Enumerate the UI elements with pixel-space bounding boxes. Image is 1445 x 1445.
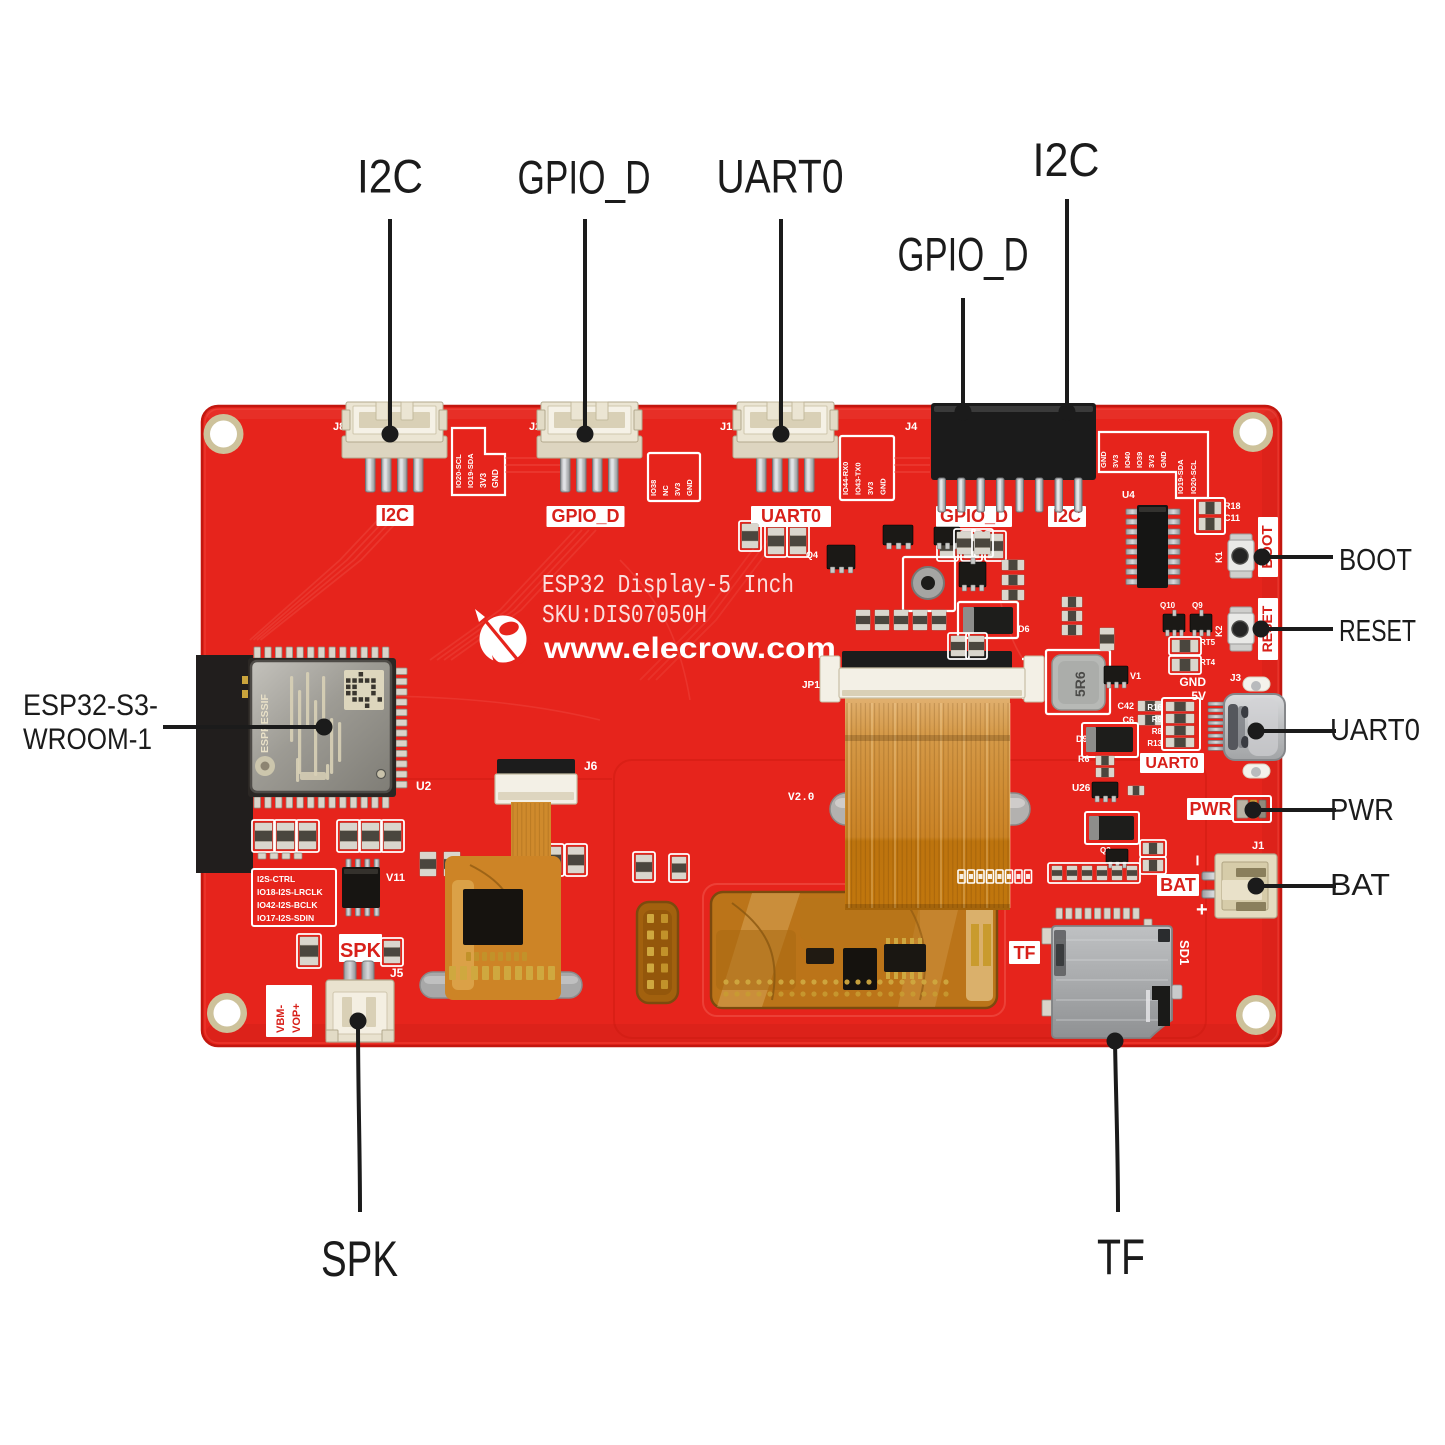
svg-text:C6: C6 xyxy=(1122,715,1134,725)
svg-text:UART0: UART0 xyxy=(717,150,844,203)
svg-text:I2S-CTRL: I2S-CTRL xyxy=(257,874,295,884)
svg-text:J6: J6 xyxy=(584,759,598,773)
svg-text:Q10: Q10 xyxy=(1160,601,1176,610)
svg-text:IO38: IO38 xyxy=(649,480,658,496)
svg-text:3V3: 3V3 xyxy=(866,482,875,495)
svg-text:JP1: JP1 xyxy=(802,680,820,691)
svg-text:GND: GND xyxy=(685,479,694,496)
svg-text:UART0: UART0 xyxy=(761,506,821,526)
svg-text:ESP32-S3-: ESP32-S3- xyxy=(23,689,158,722)
svg-text:BAT: BAT xyxy=(1160,875,1196,895)
svg-text:I2C: I2C xyxy=(357,150,423,203)
svg-text:GPIO_D: GPIO_D xyxy=(940,506,1008,526)
svg-text:R13: R13 xyxy=(1147,739,1162,748)
svg-text:K2: K2 xyxy=(1214,625,1224,637)
svg-text:IO18-I2S-LRCLK: IO18-I2S-LRCLK xyxy=(257,887,324,897)
svg-text:J5: J5 xyxy=(390,966,404,980)
svg-text:UART0: UART0 xyxy=(1145,755,1198,772)
svg-text:NC: NC xyxy=(661,485,670,496)
svg-text:GPIO_D: GPIO_D xyxy=(551,506,619,526)
svg-text:IO19-SDA: IO19-SDA xyxy=(1176,459,1185,494)
svg-text:5R6: 5R6 xyxy=(1072,671,1088,697)
svg-text:IO19-SDA: IO19-SDA xyxy=(466,453,475,488)
svg-text:VOP+: VOP+ xyxy=(291,1003,303,1033)
svg-text:GND: GND xyxy=(879,478,888,495)
svg-text:BAT: BAT xyxy=(1330,867,1390,902)
svg-text:IO20-SCL: IO20-SCL xyxy=(1189,460,1198,494)
svg-text:Q4: Q4 xyxy=(806,550,818,560)
svg-text:IO40: IO40 xyxy=(1123,452,1132,468)
svg-text:–: – xyxy=(1186,855,1208,866)
svg-text:I2C: I2C xyxy=(381,505,409,525)
svg-text:J1: J1 xyxy=(1252,840,1264,852)
svg-text:GND: GND xyxy=(1099,451,1108,468)
svg-text:R8: R8 xyxy=(1152,727,1163,736)
svg-text:U26: U26 xyxy=(1072,783,1091,794)
svg-text:WROOM-1: WROOM-1 xyxy=(23,723,152,756)
svg-text:UART0: UART0 xyxy=(1330,712,1420,747)
svg-text:+: + xyxy=(1196,899,1208,921)
svg-text:C42: C42 xyxy=(1117,701,1134,711)
svg-text:GPIO_D: GPIO_D xyxy=(518,151,651,204)
svg-text:K1: K1 xyxy=(1214,551,1224,563)
svg-text:GND: GND xyxy=(1179,675,1206,689)
svg-text:www.elecrow.com: www.elecrow.com xyxy=(543,632,836,665)
svg-text:3V3: 3V3 xyxy=(1147,455,1156,468)
svg-text:ESPRESSIF: ESPRESSIF xyxy=(259,693,271,753)
svg-text:RESET: RESET xyxy=(1339,613,1416,648)
svg-text:PWR: PWR xyxy=(1190,799,1232,819)
svg-text:I2C: I2C xyxy=(1033,133,1100,186)
svg-text:IO39: IO39 xyxy=(1135,452,1144,468)
svg-text:IO20-SCL: IO20-SCL xyxy=(454,454,463,488)
svg-text:J3: J3 xyxy=(1230,673,1242,684)
svg-text:IO44-RX0: IO44-RX0 xyxy=(841,462,850,495)
svg-text:U4: U4 xyxy=(1122,490,1135,501)
svg-text:RT5: RT5 xyxy=(1200,638,1216,647)
svg-text:SD1: SD1 xyxy=(1177,940,1192,965)
svg-text:BOOT: BOOT xyxy=(1339,542,1412,577)
svg-text:U2: U2 xyxy=(416,779,432,793)
svg-text:GPIO_D: GPIO_D xyxy=(898,228,1029,281)
svg-text:TF: TF xyxy=(1014,943,1036,963)
svg-text:IO42-I2S-BCLK: IO42-I2S-BCLK xyxy=(257,900,318,910)
svg-text:R16: R16 xyxy=(1147,703,1162,712)
svg-text:V11: V11 xyxy=(386,872,405,884)
svg-text:SKU:DIS07050H: SKU:DIS07050H xyxy=(542,600,707,630)
svg-text:RT4: RT4 xyxy=(1200,658,1216,667)
svg-text:IO43-TX0: IO43-TX0 xyxy=(854,462,863,495)
svg-text:R9: R9 xyxy=(1152,715,1163,724)
svg-text:5V: 5V xyxy=(1191,689,1206,703)
svg-text:3V3: 3V3 xyxy=(673,483,682,496)
svg-text:3V3: 3V3 xyxy=(1111,455,1120,468)
svg-text:TF: TF xyxy=(1097,1229,1145,1285)
svg-text:V1: V1 xyxy=(1130,671,1141,681)
svg-text:R18: R18 xyxy=(1224,501,1241,511)
svg-text:J4: J4 xyxy=(905,421,918,433)
svg-text:V2.0: V2.0 xyxy=(788,792,814,804)
svg-text:PWR: PWR xyxy=(1330,792,1394,827)
svg-text:GND: GND xyxy=(490,469,500,488)
svg-text:R6: R6 xyxy=(1078,754,1090,764)
svg-text:C11: C11 xyxy=(1224,513,1240,523)
svg-text:ESP32 Display-5 Inch: ESP32 Display-5 Inch xyxy=(542,570,794,600)
svg-text:Q9: Q9 xyxy=(1192,601,1203,610)
svg-text:IO17-I2S-SDIN: IO17-I2S-SDIN xyxy=(257,913,314,923)
svg-text:SPK: SPK xyxy=(340,940,382,962)
svg-text:SPK: SPK xyxy=(321,1231,398,1287)
svg-text:GND: GND xyxy=(1159,451,1168,468)
svg-text:Q3: Q3 xyxy=(1100,846,1111,855)
svg-text:VBM-: VBM- xyxy=(275,1005,287,1033)
svg-text:3V3: 3V3 xyxy=(478,473,488,488)
svg-text:D6: D6 xyxy=(1018,624,1030,634)
